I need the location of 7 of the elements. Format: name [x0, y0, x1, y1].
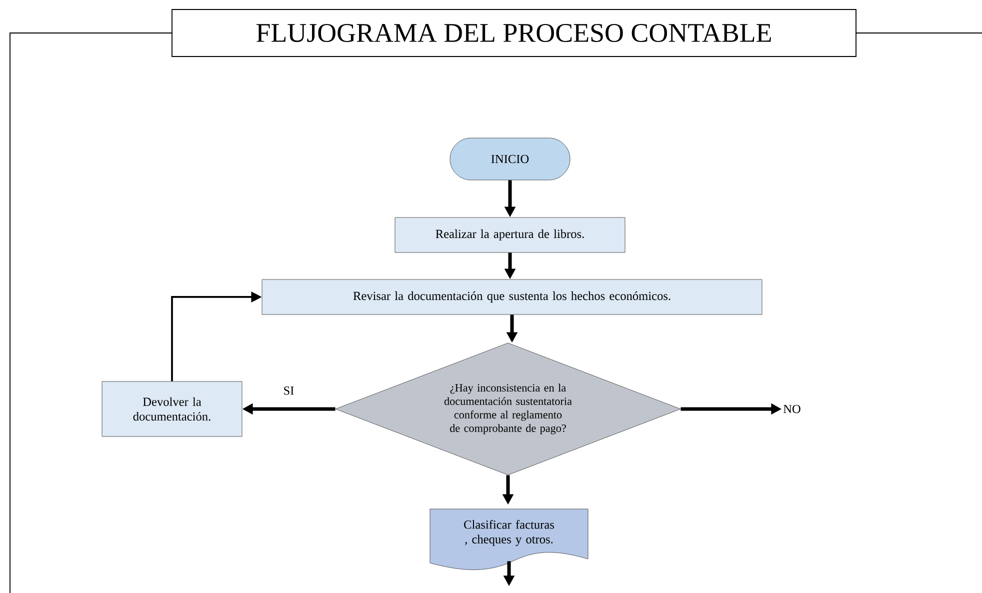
process-box: Realizar la apertura de libros.: [394, 217, 626, 253]
outcome-label: NO: [783, 404, 800, 414]
title-box: FLUJOGRAMA DEL PROCESO CONTABLE: [172, 9, 856, 57]
edge-label: SI: [282, 385, 296, 396]
start-terminal: INICIO: [450, 138, 570, 180]
process-box: Revisar la documentación que sustenta los hechos económicos.: [262, 279, 762, 315]
process-box: Devolver la documentación.: [102, 381, 242, 437]
